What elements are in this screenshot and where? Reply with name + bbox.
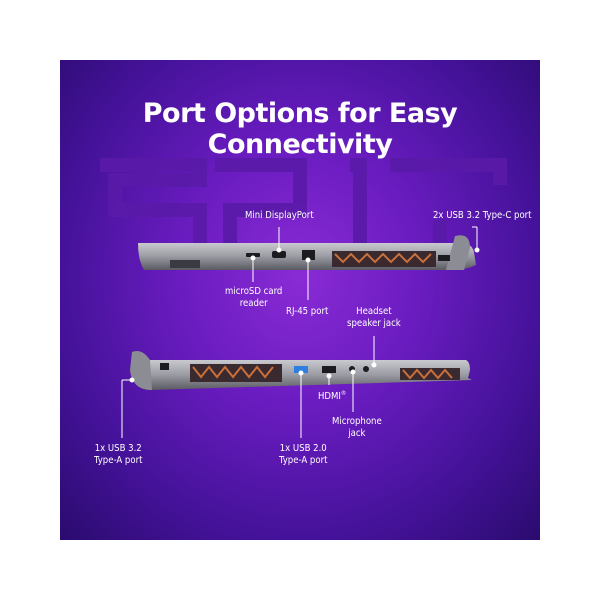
label-microsd-line2: reader xyxy=(239,298,268,309)
label-microphone: Microphone jack xyxy=(332,416,382,440)
label-headset-line2: speaker jack xyxy=(347,318,401,329)
label-usb-2-0-line1: 1x USB 2.0 xyxy=(279,443,327,454)
label-rj45: RJ-45 port xyxy=(286,306,329,317)
label-usb-3-2-type-a: 1x USB 3.2 Type-A port xyxy=(94,443,142,467)
label-microphone-line1: Microphone xyxy=(332,416,382,427)
label-mini-displayport: Mini DisplayPort xyxy=(245,210,314,221)
page-title: Port Options for Easy Connectivity xyxy=(142,98,458,160)
label-microphone-line2: jack xyxy=(348,428,366,439)
label-hdmi: HDMI® xyxy=(318,388,346,403)
label-usb-2-0-line2: Type-A port xyxy=(279,455,328,466)
label-hdmi-text: HDMI xyxy=(318,391,341,403)
label-headset: Headset speaker jack xyxy=(347,306,401,330)
label-microsd: microSD card reader xyxy=(225,286,282,310)
label-usb-2-0-type-a: 1x USB 2.0 Type-A port xyxy=(279,443,327,467)
label-usb-3-2-line2: Type-A port xyxy=(94,455,143,466)
label-hdmi-mark: ® xyxy=(340,390,347,397)
label-usb-c: 2x USB 3.2 Type-C port xyxy=(433,210,532,221)
label-usb-3-2-line1: 1x USB 3.2 xyxy=(94,443,142,454)
label-headset-line1: Headset xyxy=(356,306,392,317)
label-microsd-line1: microSD card xyxy=(225,286,283,297)
product-feature-panel: Port Options for Easy Connectivity xyxy=(60,60,540,540)
